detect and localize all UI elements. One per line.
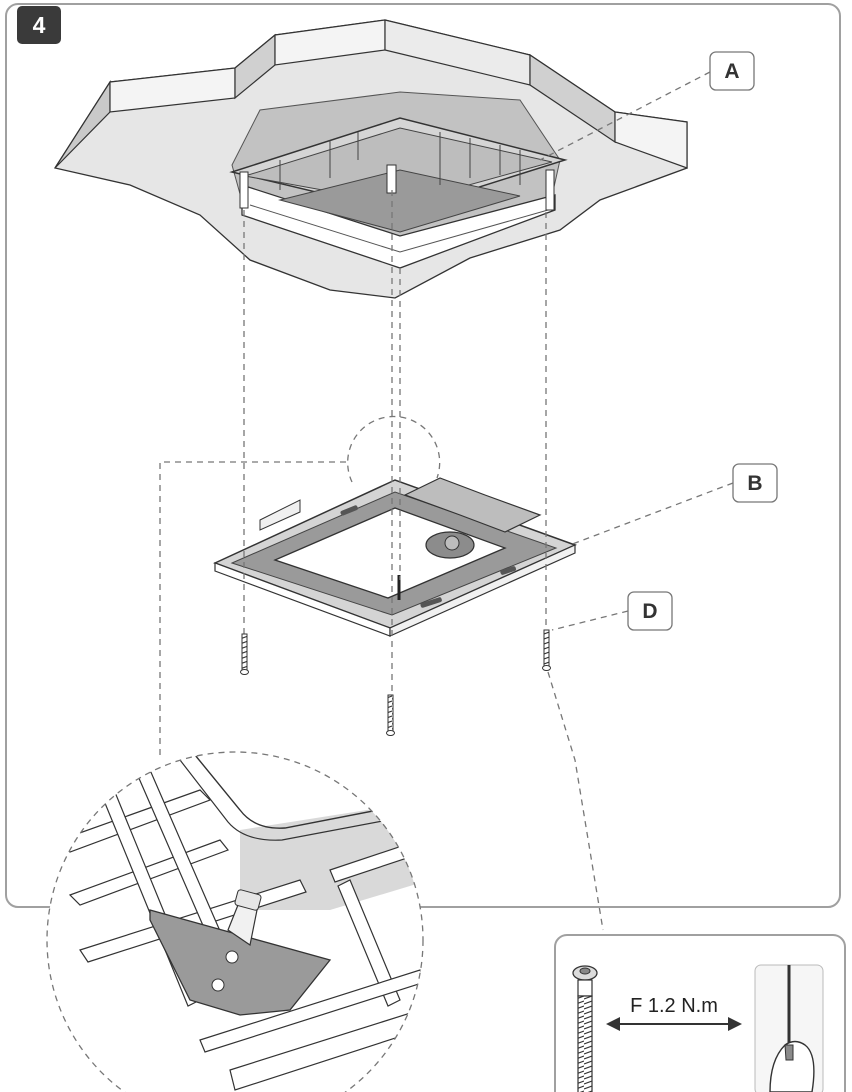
screw-icon (386, 694, 395, 736)
ceiling-section (53, 19, 688, 299)
double-arrow-icon (606, 1017, 742, 1031)
screwdriver-hand-icon (754, 964, 824, 1092)
step-number: 4 (33, 12, 46, 38)
screw-icon (240, 633, 249, 675)
screw-icon (572, 965, 598, 1092)
mounting-plate (213, 477, 577, 637)
torque-label: F 1.2 N.m (630, 995, 718, 1017)
zoom-detail (46, 751, 424, 1092)
step-badge: 4 (17, 6, 61, 44)
callout-b-label: B (747, 472, 762, 495)
step-panel (5, 3, 841, 908)
callout-d-label: D (642, 600, 657, 623)
alignment-lines (159, 71, 734, 931)
torque-panel: F 1.2 N.m (554, 934, 846, 1092)
callout-b: B (732, 463, 778, 503)
callout-d: D (627, 591, 673, 631)
callout-a-label: A (724, 60, 739, 83)
bracket-plate (149, 909, 332, 1016)
callout-a: A (709, 51, 755, 91)
screw-icon (542, 629, 551, 671)
